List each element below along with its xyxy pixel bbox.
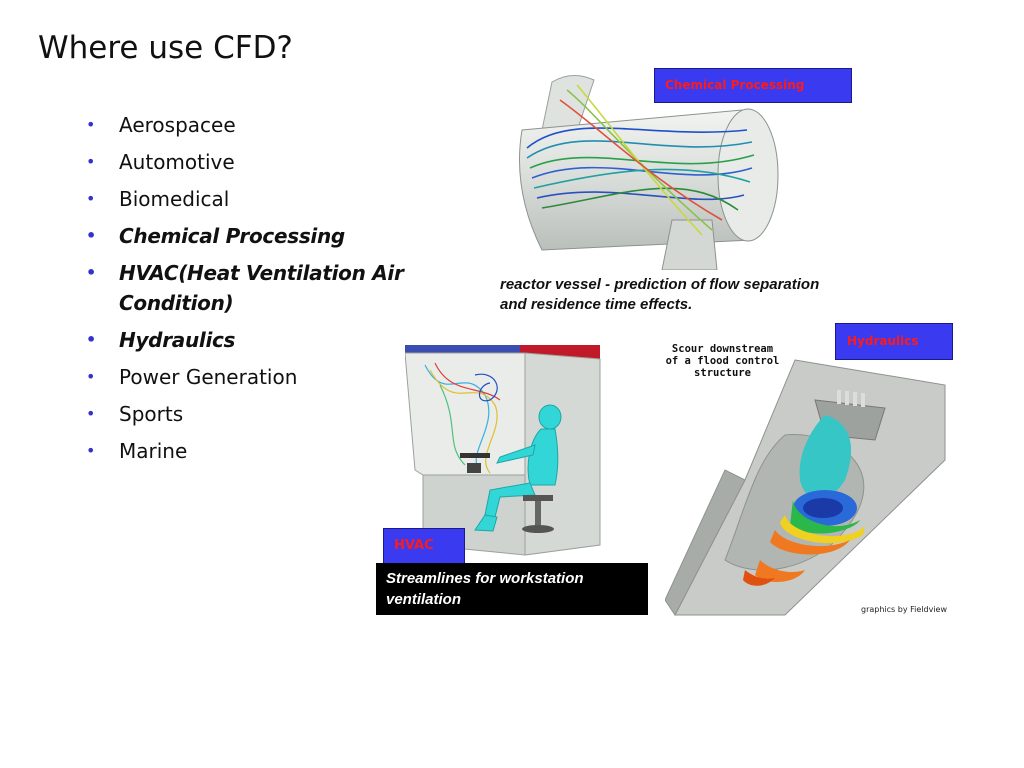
bullet-text: Chemical Processing bbox=[119, 224, 345, 248]
bullet-item: • Marine bbox=[86, 436, 406, 466]
bullet-text: HVAC(Heat Ventilation Air Condition) bbox=[119, 261, 404, 315]
hydraulics-figure-title: Scour downstream of a flood control stru… bbox=[665, 343, 780, 379]
bullet-dot-icon: • bbox=[86, 330, 96, 349]
bullet-dot-icon: • bbox=[86, 226, 96, 245]
bullet-item: • Hydraulics bbox=[86, 325, 406, 355]
bullet-item: • Biomedical bbox=[86, 184, 406, 214]
hydraulics-title-line: of a flood control bbox=[665, 355, 780, 367]
hydraulics-scour-image bbox=[665, 359, 946, 616]
bullet-dot-icon: • bbox=[86, 404, 96, 423]
reactor-vessel-image bbox=[519, 75, 779, 270]
bullet-item: • Automotive bbox=[86, 147, 406, 177]
bullet-list: • Aerospacee • Automotive • Biomedical • Che… bbox=[86, 110, 406, 473]
bullet-text: Sports bbox=[119, 402, 184, 426]
slide-title: Where use CFD? bbox=[38, 30, 293, 66]
hydraulics-tag: Hydraulics bbox=[835, 323, 953, 360]
bullet-text: Power Generation bbox=[119, 365, 298, 389]
bullet-item: • Chemical Processing bbox=[86, 221, 406, 251]
bullet-dot-icon: • bbox=[86, 115, 96, 134]
bullet-text: Aerospacee bbox=[119, 113, 236, 137]
bullet-item: • Aerospacee bbox=[86, 110, 406, 140]
chemical-processing-tag: Chemical Processing bbox=[654, 68, 852, 103]
reactor-caption: reactor vessel - prediction of flow sepa… bbox=[500, 276, 820, 313]
bullet-dot-icon: • bbox=[86, 263, 96, 282]
bullet-item: • Power Generation bbox=[86, 362, 406, 392]
bullet-item: • HVAC(Heat Ventilation Air Condition) bbox=[86, 258, 406, 318]
hydraulics-title-line: structure bbox=[694, 367, 751, 379]
bullet-text: Marine bbox=[119, 439, 188, 463]
graphics-credit: graphics by Fieldview bbox=[861, 605, 947, 614]
bullet-text: Automotive bbox=[119, 150, 235, 174]
bullet-dot-icon: • bbox=[86, 152, 96, 171]
bullet-dot-icon: • bbox=[86, 189, 96, 208]
hydraulics-title-line: Scour downstream bbox=[671, 343, 774, 355]
bullet-text: Hydraulics bbox=[119, 328, 236, 352]
hvac-caption: Streamlines for workstation ventilation bbox=[376, 563, 648, 615]
bullet-dot-icon: • bbox=[86, 367, 96, 386]
bullet-item: • Sports bbox=[86, 399, 406, 429]
bullet-dot-icon: • bbox=[86, 441, 96, 460]
hvac-tag: HVAC bbox=[383, 528, 465, 564]
bullet-text: Biomedical bbox=[119, 187, 230, 211]
